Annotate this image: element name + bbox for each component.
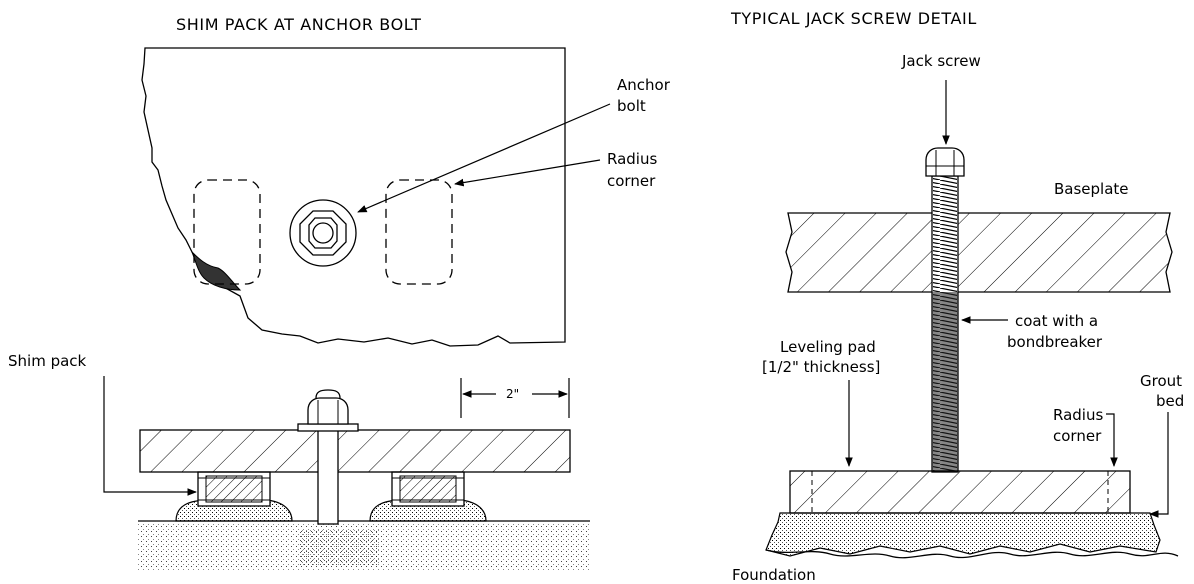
cut-corner-shading	[191, 251, 242, 291]
leveling-pad-label-line2: [1/2" thickness]	[762, 358, 880, 376]
shim-outline-right	[385, 179, 453, 285]
shim-pack-detail: SHIM PACK AT ANCHOR BOLT Anchor bolt Rad…	[8, 15, 671, 570]
jack-screw-rod	[931, 175, 959, 473]
jack-screw-label: Jack screw	[901, 52, 981, 70]
leveling-pad	[789, 470, 1131, 514]
anchor-bolt-plan-symbol	[289, 199, 357, 267]
shim-pack-right	[391, 471, 465, 507]
baseplate-plan-view	[141, 47, 566, 347]
baseplate-label: Baseplate	[1054, 180, 1129, 198]
bondbreaker-label-line2: bondbreaker	[1007, 333, 1103, 351]
grout-bed-leader	[1149, 412, 1169, 518]
anchor-bolt-leader	[357, 103, 611, 213]
radius-corner-label-line2: corner	[607, 172, 656, 190]
radius-corner-label-right-line2: corner	[1053, 427, 1102, 445]
grout-bed	[765, 512, 1161, 557]
shim-pack-left	[197, 471, 271, 507]
dimension-text: 2"	[506, 387, 519, 401]
radius-corner-leader-left	[454, 159, 601, 187]
shim-pack-label: Shim pack	[8, 352, 87, 370]
grout-bed-label-line2: bed	[1156, 392, 1184, 410]
leveling-pad-label-line1: Leveling pad	[780, 338, 876, 356]
grout-bed-label-line1: Grout	[1140, 372, 1182, 390]
anchor-bolt-section	[297, 389, 359, 525]
left-detail-title: SHIM PACK AT ANCHOR BOLT	[176, 15, 422, 34]
baseplate-section-right	[785, 212, 1173, 293]
radius-corner-leader-right	[1106, 413, 1118, 467]
baseplate-section-left	[139, 429, 571, 473]
radius-corner-label-line1: Radius	[607, 150, 657, 168]
anchor-bolt-label-line1: Anchor	[617, 76, 671, 94]
jack-screw-detail: TYPICAL JACK SCREW DETAIL Jack screw Bas…	[730, 9, 1184, 584]
jack-screw-head	[925, 147, 965, 177]
dimension-2-inch: 2"	[460, 378, 570, 418]
foundation-label: Foundation	[732, 566, 816, 584]
shim-pack-leader	[103, 376, 197, 496]
anchor-bolt-label-line2: bolt	[617, 97, 646, 115]
radius-corner-label-right-line1: Radius	[1053, 406, 1103, 424]
shim-outline-left	[193, 179, 261, 285]
bondbreaker-label-line1: coat with a	[1015, 312, 1098, 330]
right-detail-title: TYPICAL JACK SCREW DETAIL	[730, 9, 977, 28]
foundation-line	[765, 549, 1179, 559]
